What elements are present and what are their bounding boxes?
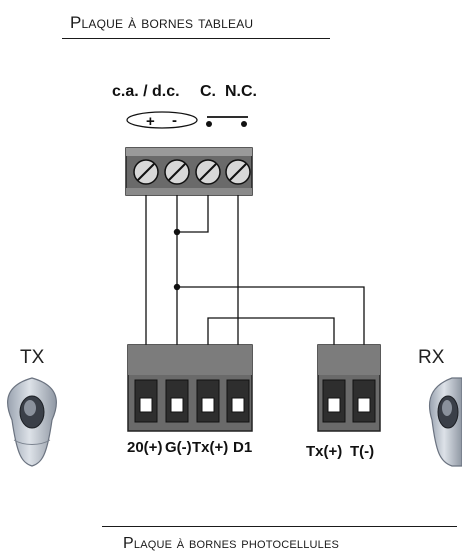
photocell-terminal-title: Plaque à bornes photocellules (123, 535, 340, 552)
tx-terminal-block (127, 344, 253, 432)
title-underline (62, 38, 330, 39)
wire (177, 195, 209, 233)
power-supply-symbol: + - (126, 111, 198, 130)
terminal-slot (165, 379, 189, 423)
tx-terminal-label: Tx(+) (192, 439, 228, 456)
terminal-slot (134, 379, 158, 423)
screw-icon (133, 159, 159, 185)
panel-terminal-title: Plaque à bornes tableau (70, 13, 254, 32)
screw-icon (164, 159, 190, 185)
rx-label: RX (418, 347, 445, 368)
terminal-slot (226, 379, 250, 423)
rx-terminal-label: T(-) (350, 443, 374, 460)
nc-label: N.C. (225, 83, 257, 100)
terminal-slot (196, 379, 220, 423)
screw-icon (195, 159, 221, 185)
junction-dot (173, 228, 181, 236)
screw-icon (225, 159, 251, 185)
tx-terminal-label: D1 (233, 439, 252, 456)
rx-photocell-icon (428, 377, 462, 467)
nc-contact-symbol (206, 116, 248, 127)
minus-sign: - (172, 112, 177, 129)
title-overline (102, 526, 457, 527)
power-label: c.a. / d.c. (112, 83, 180, 100)
rx-terminal-label: Tx(+) (306, 443, 342, 460)
tx-photocell-icon (7, 377, 57, 467)
panel-terminal-block (125, 147, 253, 196)
terminal-slot (322, 379, 346, 423)
common-label: C. (200, 83, 216, 100)
rx-terminal-block (317, 344, 381, 432)
tx-label: TX (20, 347, 45, 368)
tx-terminal-label: 20(+) (127, 439, 162, 456)
plus-sign: + (146, 113, 155, 130)
terminal-slot (352, 379, 376, 423)
tx-terminal-label: G(-) (165, 439, 192, 456)
junction-dot (173, 283, 181, 291)
